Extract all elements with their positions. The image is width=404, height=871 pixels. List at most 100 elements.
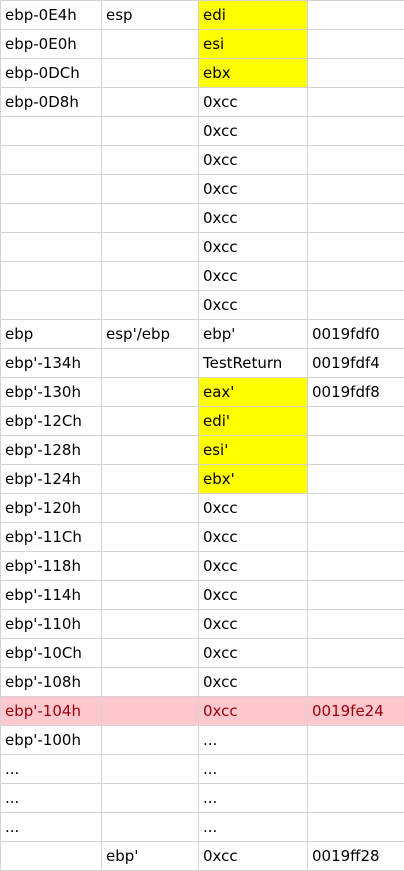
- value-cell[interactable]: 0xcc: [198, 174, 308, 204]
- offset-cell[interactable]: ebp'-120h: [0, 493, 102, 523]
- value-cell[interactable]: 0xcc: [198, 841, 308, 871]
- value-cell[interactable]: esi': [198, 435, 308, 465]
- value-cell[interactable]: esi: [198, 29, 308, 59]
- address-cell[interactable]: 0019fdf0: [307, 319, 404, 349]
- register-cell[interactable]: [101, 29, 199, 59]
- address-cell[interactable]: [307, 580, 404, 610]
- address-cell[interactable]: [307, 812, 404, 842]
- value-cell[interactable]: ebp': [198, 319, 308, 349]
- offset-cell[interactable]: ebp'-118h: [0, 551, 102, 581]
- register-cell[interactable]: [101, 522, 199, 552]
- value-cell[interactable]: 0xcc: [198, 145, 308, 175]
- value-cell[interactable]: ...: [198, 783, 308, 813]
- address-cell[interactable]: [307, 725, 404, 755]
- address-cell[interactable]: [307, 145, 404, 175]
- address-cell[interactable]: [307, 116, 404, 146]
- value-cell[interactable]: 0xcc: [198, 638, 308, 668]
- offset-cell[interactable]: [0, 174, 102, 204]
- address-cell[interactable]: [307, 290, 404, 320]
- register-cell[interactable]: [101, 290, 199, 320]
- address-cell[interactable]: [307, 783, 404, 813]
- value-cell[interactable]: 0xcc: [198, 667, 308, 697]
- value-cell[interactable]: 0xcc: [198, 232, 308, 262]
- register-cell[interactable]: [101, 58, 199, 88]
- value-cell[interactable]: 0xcc: [198, 290, 308, 320]
- value-cell[interactable]: 0xcc: [198, 522, 308, 552]
- register-cell[interactable]: [101, 725, 199, 755]
- value-cell[interactable]: edi': [198, 406, 308, 436]
- address-cell[interactable]: [307, 435, 404, 465]
- register-cell[interactable]: [101, 87, 199, 117]
- address-cell[interactable]: [307, 87, 404, 117]
- value-cell[interactable]: 0xcc: [198, 580, 308, 610]
- register-cell[interactable]: [101, 406, 199, 436]
- offset-cell[interactable]: [0, 232, 102, 262]
- address-cell[interactable]: [307, 29, 404, 59]
- offset-cell[interactable]: ebp'-128h: [0, 435, 102, 465]
- address-cell[interactable]: [307, 493, 404, 523]
- offset-cell[interactable]: [0, 203, 102, 233]
- register-cell[interactable]: [101, 116, 199, 146]
- register-cell[interactable]: [101, 145, 199, 175]
- value-cell[interactable]: 0xcc: [198, 609, 308, 639]
- offset-cell[interactable]: ...: [0, 812, 102, 842]
- offset-cell[interactable]: ebp-0E4h: [0, 0, 102, 30]
- register-cell[interactable]: [101, 232, 199, 262]
- address-cell[interactable]: 0019fdf8: [307, 377, 404, 407]
- register-cell[interactable]: [101, 203, 199, 233]
- register-cell[interactable]: [101, 464, 199, 494]
- register-cell[interactable]: [101, 435, 199, 465]
- address-cell[interactable]: 0019fe24: [307, 696, 404, 726]
- address-cell[interactable]: [307, 0, 404, 30]
- value-cell[interactable]: 0xcc: [198, 261, 308, 291]
- address-cell[interactable]: [307, 522, 404, 552]
- register-cell[interactable]: esp'/ebp: [101, 319, 199, 349]
- address-cell[interactable]: [307, 406, 404, 436]
- register-cell[interactable]: [101, 609, 199, 639]
- register-cell[interactable]: [101, 667, 199, 697]
- register-cell[interactable]: [101, 783, 199, 813]
- offset-cell[interactable]: [0, 261, 102, 291]
- offset-cell[interactable]: ebp'-108h: [0, 667, 102, 697]
- address-cell[interactable]: [307, 174, 404, 204]
- offset-cell[interactable]: ebp'-130h: [0, 377, 102, 407]
- offset-cell[interactable]: ebp'-10Ch: [0, 638, 102, 668]
- address-cell[interactable]: [307, 203, 404, 233]
- offset-cell[interactable]: ...: [0, 783, 102, 813]
- register-cell[interactable]: [101, 377, 199, 407]
- value-cell[interactable]: ...: [198, 754, 308, 784]
- offset-cell[interactable]: ...: [0, 754, 102, 784]
- address-cell[interactable]: 0019fdf4: [307, 348, 404, 378]
- offset-cell[interactable]: [0, 145, 102, 175]
- address-cell[interactable]: [307, 638, 404, 668]
- offset-cell[interactable]: ebp-0E0h: [0, 29, 102, 59]
- address-cell[interactable]: [307, 754, 404, 784]
- address-cell[interactable]: [307, 464, 404, 494]
- offset-cell[interactable]: [0, 841, 102, 871]
- value-cell[interactable]: ebx: [198, 58, 308, 88]
- register-cell[interactable]: [101, 812, 199, 842]
- register-cell[interactable]: ebp': [101, 841, 199, 871]
- register-cell[interactable]: [101, 493, 199, 523]
- offset-cell[interactable]: ebp-0DCh: [0, 58, 102, 88]
- register-cell[interactable]: [101, 348, 199, 378]
- address-cell[interactable]: [307, 551, 404, 581]
- value-cell[interactable]: eax': [198, 377, 308, 407]
- offset-cell[interactable]: ebp'-124h: [0, 464, 102, 494]
- value-cell[interactable]: 0xcc: [198, 493, 308, 523]
- register-cell[interactable]: [101, 754, 199, 784]
- address-cell[interactable]: [307, 261, 404, 291]
- offset-cell[interactable]: ebp'-100h: [0, 725, 102, 755]
- register-cell[interactable]: [101, 696, 199, 726]
- value-cell[interactable]: 0xcc: [198, 696, 308, 726]
- address-cell[interactable]: [307, 667, 404, 697]
- offset-cell[interactable]: ebp'-104h: [0, 696, 102, 726]
- value-cell[interactable]: TestReturn: [198, 348, 308, 378]
- address-cell[interactable]: [307, 58, 404, 88]
- value-cell[interactable]: 0xcc: [198, 116, 308, 146]
- address-cell[interactable]: 0019ff28: [307, 841, 404, 871]
- value-cell[interactable]: 0xcc: [198, 203, 308, 233]
- register-cell[interactable]: [101, 551, 199, 581]
- offset-cell[interactable]: ebp'-11Ch: [0, 522, 102, 552]
- offset-cell[interactable]: [0, 290, 102, 320]
